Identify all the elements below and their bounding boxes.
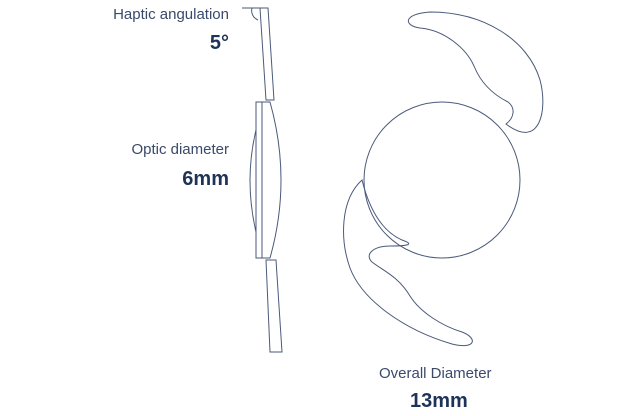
optic-back-surface (249, 129, 257, 233)
lens-side-profile (242, 7, 283, 353)
angle-arc (251, 7, 259, 21)
overall-diameter-value: 13mm (410, 390, 468, 412)
upper-haptic-profile (259, 7, 275, 101)
optic-diameter-label: Optic diameter (131, 141, 229, 158)
lens-front-view (343, 11, 544, 346)
lower-haptic-loop (343, 179, 473, 346)
haptic-angulation-value: 5° (209, 32, 229, 54)
optic-profile (255, 101, 282, 259)
optic-diameter-value: 6mm (182, 168, 229, 190)
lower-haptic-profile (265, 259, 283, 353)
haptic-angulation-label: Haptic angulation (113, 6, 229, 23)
optic-circle (363, 101, 521, 259)
upper-haptic-loop (408, 11, 544, 133)
overall-diameter-label: Overall Diameter (379, 365, 492, 382)
